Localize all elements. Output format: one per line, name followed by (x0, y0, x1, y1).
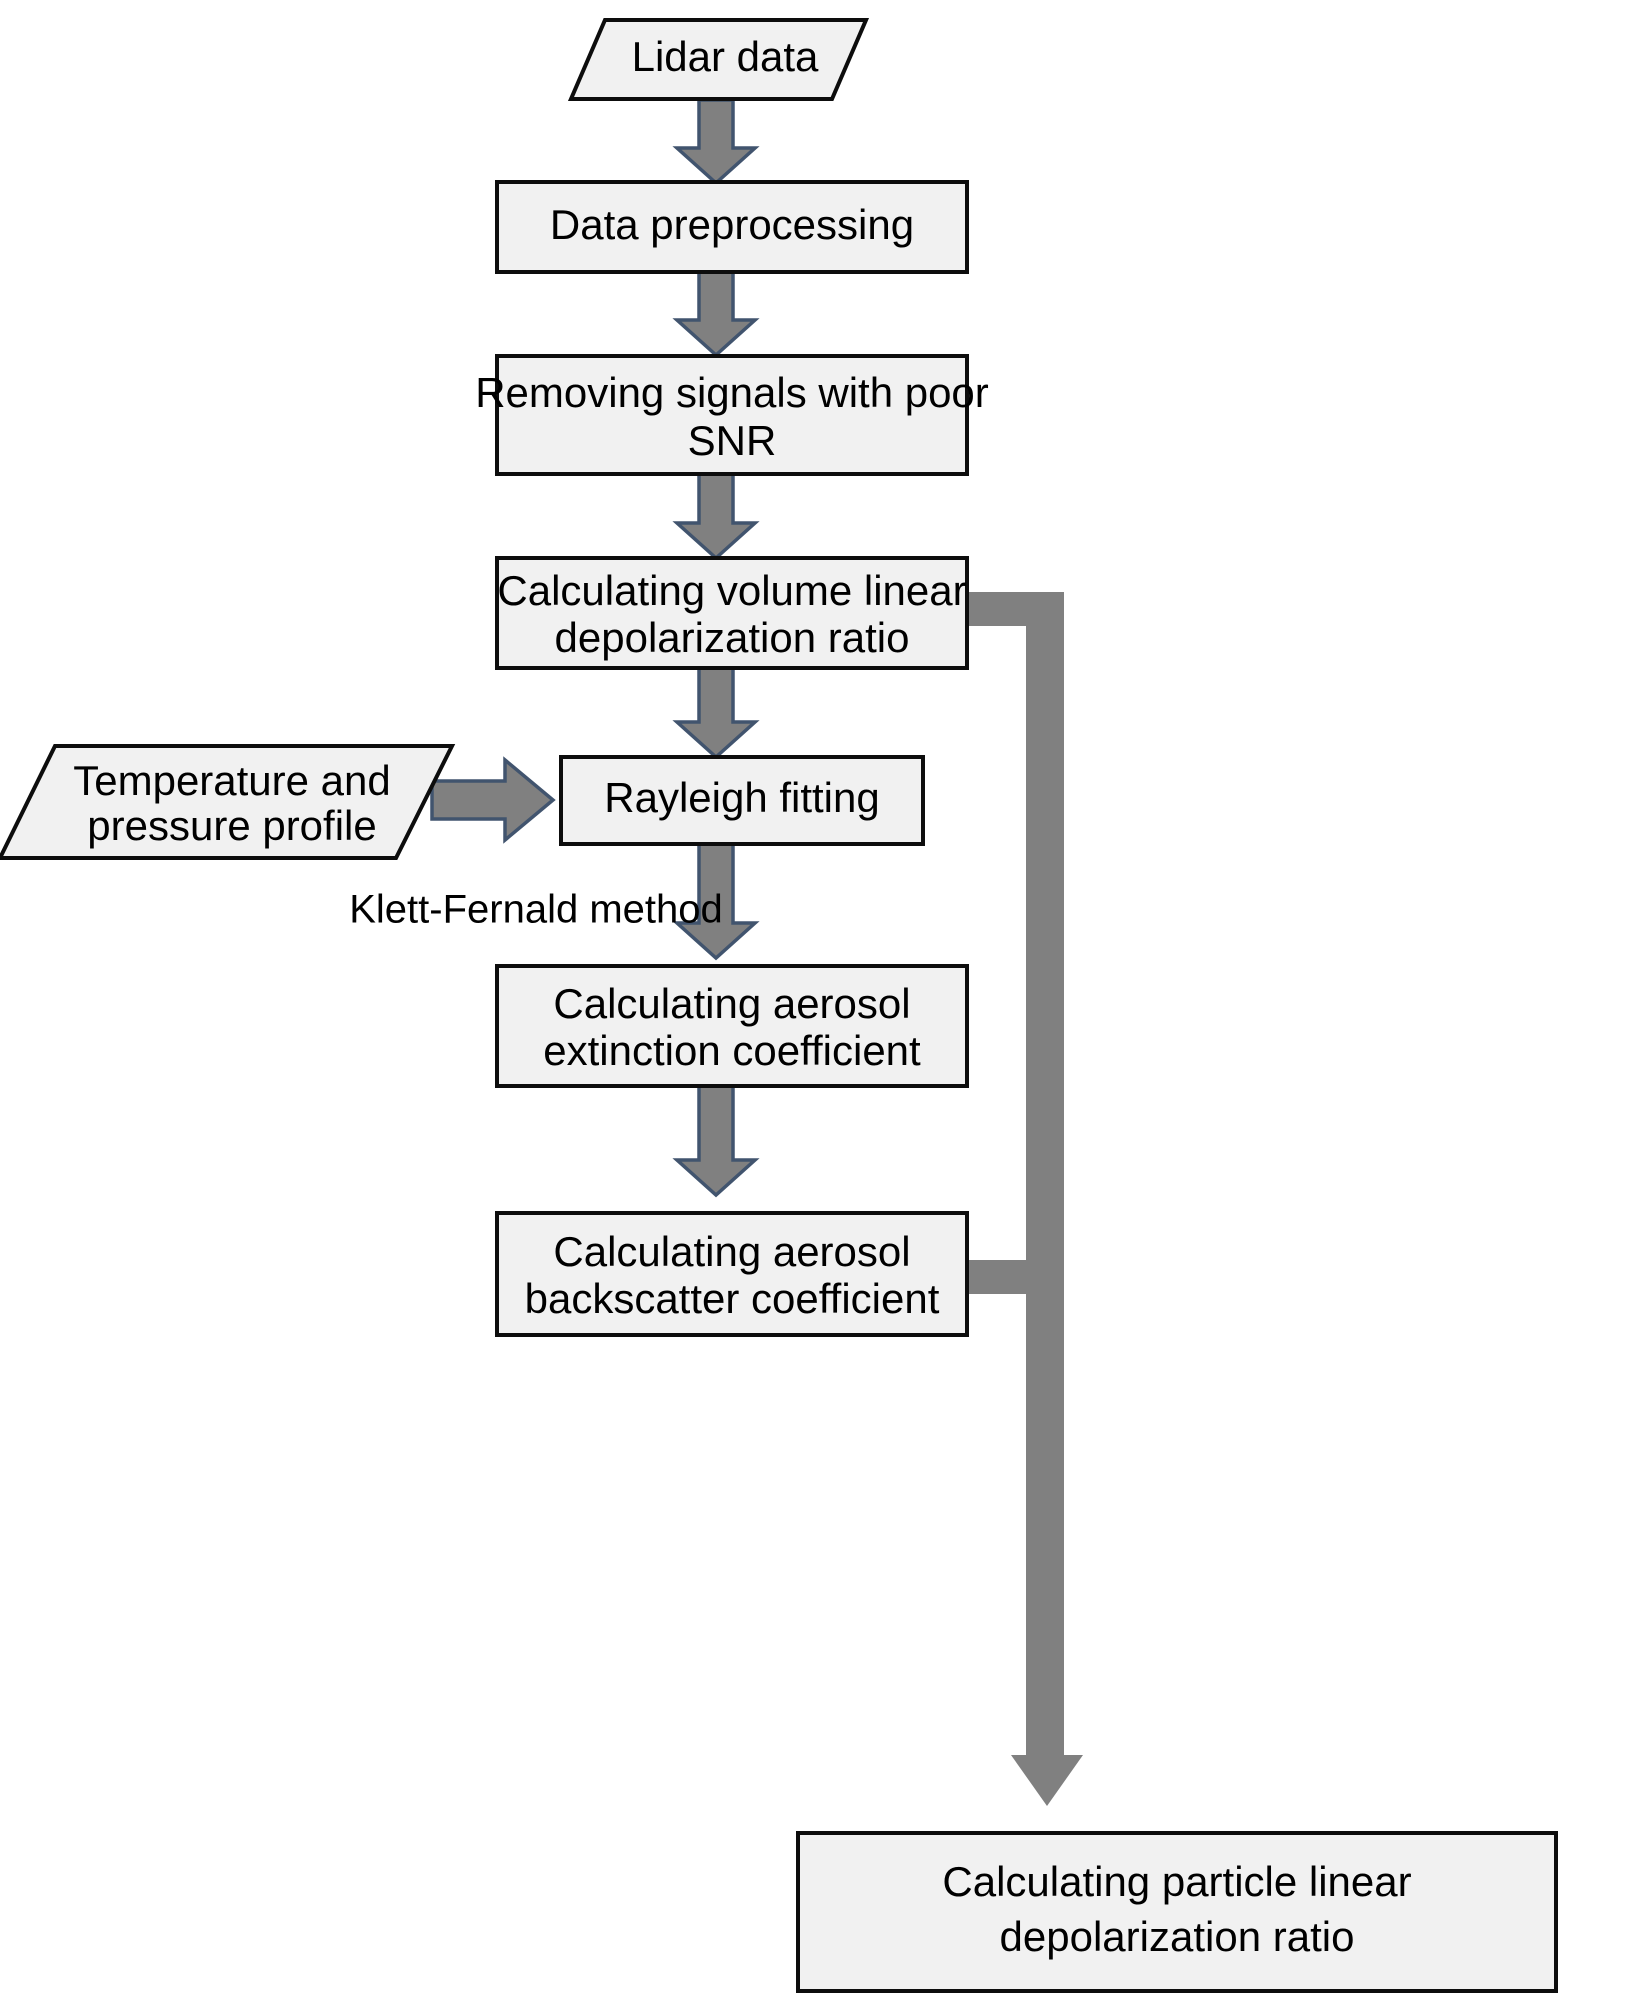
node-volume-depolarization-label-line2: depolarization ratio (555, 614, 910, 661)
node-particle-depolarization-label-line2: depolarization ratio (1000, 1913, 1355, 1960)
edge-label-klett-fernald-text: Klett-Fernald method (349, 888, 723, 932)
node-lidar-data-label: Lidar data (632, 33, 819, 80)
node-removing-signals-label-line2: SNR (688, 417, 777, 464)
node-aerosol-extinction: Calculating aerosol extinction coefficie… (495, 964, 969, 1088)
arrow-volume-depol-to-rayleigh (672, 663, 760, 760)
node-removing-signals: Removing signals with poor SNR (475, 354, 989, 476)
node-lidar-data: Lidar data (567, 18, 870, 101)
arrow-lidar-to-preprocessing (672, 98, 760, 186)
node-aerosol-extinction-label-line2: extinction coefficient (543, 1027, 921, 1074)
arrow-removing-to-volume-depol (672, 472, 760, 561)
node-volume-depolarization-label-line1: Calculating volume linear (497, 567, 966, 614)
node-aerosol-backscatter: Calculating aerosol backscatter coeffici… (495, 1211, 969, 1337)
node-temperature-pressure-label-line1: Temperature and (73, 757, 391, 804)
node-removing-signals-label-line1: Removing signals with poor (475, 369, 989, 416)
arrow-rayleigh-to-extinction (672, 841, 760, 961)
arrow-trunk-to-particle-depol (1011, 1390, 1083, 1806)
connector-backscatter-to-trunk (968, 1260, 1048, 1294)
node-particle-depolarization: Calculating particle linear depolarizati… (796, 1831, 1558, 1993)
node-rayleigh-fitting: Rayleigh fitting (559, 755, 925, 846)
arrow-preprocessing-to-removing (672, 269, 760, 358)
node-rayleigh-fitting-label: Rayleigh fitting (604, 774, 879, 821)
edge-label-klett-fernald: Klett-Fernald method (349, 888, 723, 932)
arrow-temperature-to-rayleigh (430, 756, 556, 844)
node-volume-depolarization: Calculating volume linear depolarization… (495, 556, 969, 670)
node-data-preprocessing: Data preprocessing (495, 180, 969, 274)
node-particle-depolarization-label-line1: Calculating particle linear (942, 1858, 1411, 1905)
node-data-preprocessing-label: Data preprocessing (550, 201, 914, 248)
node-aerosol-extinction-label-line1: Calculating aerosol (553, 980, 910, 1027)
node-temperature-pressure: Temperature and pressure profile (0, 744, 456, 860)
node-aerosol-backscatter-label-line2: backscatter coefficient (525, 1275, 940, 1322)
node-temperature-pressure-label-line2: pressure profile (87, 802, 376, 849)
node-aerosol-backscatter-label-line1: Calculating aerosol (553, 1228, 910, 1275)
arrow-extinction-to-backscatter (672, 1084, 760, 1198)
